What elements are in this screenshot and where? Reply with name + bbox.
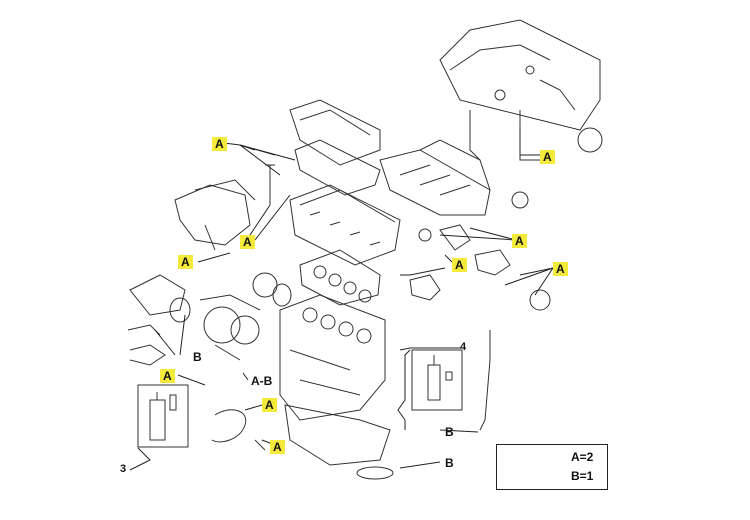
left-gasket-drawing — [169, 297, 191, 323]
drain-gasket-drawing — [356, 466, 394, 480]
intake-manifold-drawing — [379, 139, 491, 216]
kit-number-4: 4 — [460, 341, 467, 353]
callout-a-8: A — [160, 369, 175, 383]
pipe-fitting-drawing — [254, 439, 266, 451]
legend-qty-b: B=1 — [571, 469, 594, 483]
engine-block-drawing — [279, 294, 386, 421]
callout-b-3: B — [445, 456, 454, 470]
valve-cover-drawing — [289, 99, 381, 166]
turbo-drawing — [199, 294, 261, 361]
bottle-kit-drawing — [137, 384, 189, 448]
oil-pan-drawing — [284, 404, 391, 466]
callout-b-2: B — [445, 425, 454, 439]
valve-drawing — [265, 164, 275, 205]
callout-a-2: A — [240, 235, 255, 249]
egr-assembly-drawing — [439, 19, 603, 161]
kit-number-3: 3 — [120, 463, 127, 475]
callout-a-3: A — [178, 255, 193, 269]
sealant-kit-drawing — [411, 349, 463, 411]
coolant-pipe-drawing — [211, 409, 247, 443]
right-parts-drawing — [409, 191, 551, 311]
callout-b-1: B — [193, 350, 202, 364]
head-gasket-drawing — [299, 249, 381, 306]
exhaust-manifold-drawing — [174, 179, 256, 251]
water-pump-drawing — [252, 272, 292, 307]
valve-cover-gasket-drawing — [294, 139, 381, 196]
leader-lines — [129, 130, 554, 471]
quantity-legend: A=2 B=1 — [496, 444, 608, 490]
dipstick-drawing — [479, 330, 491, 431]
callout-a-6: A — [452, 258, 467, 272]
callout-a-5: A — [512, 234, 527, 248]
callout-ab: A-B — [251, 374, 273, 388]
cylinder-head-drawing — [289, 184, 401, 266]
oil-filter-housing-drawing — [127, 274, 186, 366]
callout-a-7: A — [553, 262, 568, 276]
callout-a-9: A — [262, 398, 277, 412]
callout-a-10: A — [270, 440, 285, 454]
callout-a-1: A — [212, 137, 227, 151]
callout-a-4: A — [540, 150, 555, 164]
legend-qty-a: A=2 — [571, 450, 594, 464]
